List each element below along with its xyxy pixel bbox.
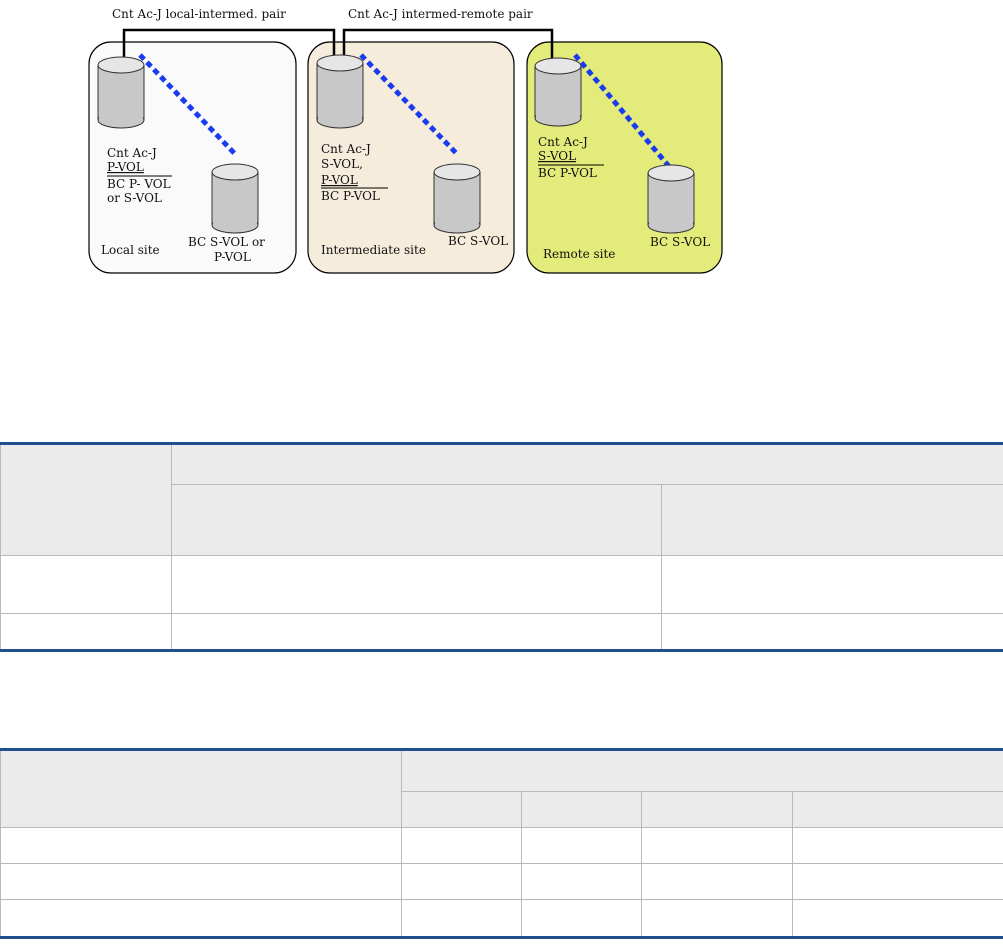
second-table-cell	[792, 827, 1003, 864]
remote-site-name: Remote site	[543, 247, 615, 261]
second-table-cell	[641, 899, 793, 939]
second-table-cell	[401, 899, 522, 939]
remote-bc-dotted-link	[573, 53, 674, 172]
local-vol-a-line2: P-VOL	[107, 160, 144, 174]
second-table-cell	[641, 827, 793, 864]
first-table-cell	[661, 613, 1003, 652]
local-bc-dotted-link	[138, 53, 238, 157]
intermediate-vol-b-line1: BC S-VOL	[448, 234, 508, 248]
remote-vol-a-line1: Cnt Ac-J	[538, 135, 588, 149]
first-table-cell	[171, 613, 662, 652]
intermediate-cntacj-volume-icon	[316, 54, 364, 129]
second-table	[0, 748, 1003, 939]
first-table-cell	[171, 555, 662, 614]
second-table-cell	[641, 863, 793, 900]
second-table-cell	[401, 827, 522, 864]
second-table-cell	[0, 899, 402, 939]
second-table-cell	[0, 827, 402, 864]
first-table-header-cell	[661, 484, 1003, 556]
intermediate-vol-a-line4: BC P-VOL	[321, 189, 380, 203]
remote-bc-volume-icon	[647, 164, 695, 234]
local-cntacj-volume-icon	[97, 56, 145, 129]
remote-vol-b-line1: BC S-VOL	[650, 235, 710, 249]
local-vol-b-line1: BC S-VOL or	[188, 235, 265, 249]
second-table-header-cell	[792, 791, 1003, 828]
local-vol-a-line4: or S-VOL	[107, 191, 162, 205]
second-table-cell	[0, 863, 402, 900]
first-table	[0, 442, 1003, 652]
second-table-cell	[401, 863, 522, 900]
intermediate-vol-a-line2: S-VOL,	[321, 157, 363, 171]
remote-vol-a-line2: S-VOL	[538, 149, 576, 163]
local-bc-volume-icon	[211, 163, 259, 234]
intermed-remote-pair-label: Cnt Ac-J intermed-remote pair	[348, 7, 533, 21]
second-table-cell	[792, 863, 1003, 900]
intermediate-bc-volume-icon	[433, 163, 481, 234]
second-table-cell	[792, 899, 1003, 939]
first-table-header-cell	[0, 442, 172, 556]
second-table-header-cell	[641, 791, 793, 828]
local-vol-a-line1: Cnt Ac-J	[107, 146, 157, 160]
intermediate-vol-a-line1: Cnt Ac-J	[321, 142, 371, 156]
first-table-cell	[0, 613, 172, 652]
intermediate-bc-dotted-link	[359, 53, 460, 157]
second-table-cell	[521, 899, 642, 939]
first-table-header-cell	[171, 484, 662, 556]
second-table-cell	[521, 827, 642, 864]
remote-vol-a-line3: BC P-VOL	[538, 166, 597, 180]
second-table-cell	[521, 863, 642, 900]
local-intermed-pair-label: Cnt Ac-J local-intermed. pair	[112, 7, 286, 21]
local-site-name: Local site	[101, 243, 160, 257]
second-table-header-cell	[0, 748, 402, 828]
first-table-cell	[661, 555, 1003, 614]
first-table-header-cell	[171, 442, 1003, 485]
remote-cntacj-volume-icon	[534, 57, 582, 127]
second-table-header-cell	[401, 748, 1003, 792]
first-table-cell	[0, 555, 172, 614]
cascade-diagram: Cnt Ac-J local-intermed. pair Cnt Ac-J i…	[88, 7, 723, 274]
local-vol-b-line2: P-VOL	[214, 250, 251, 264]
intermediate-vol-a-line3: P-VOL	[321, 173, 358, 187]
second-table-header-cell	[521, 791, 642, 828]
local-vol-a-line3: BC P- VOL	[107, 177, 171, 191]
second-table-header-cell	[401, 791, 522, 828]
intermediate-site-name: Intermediate site	[321, 243, 426, 257]
